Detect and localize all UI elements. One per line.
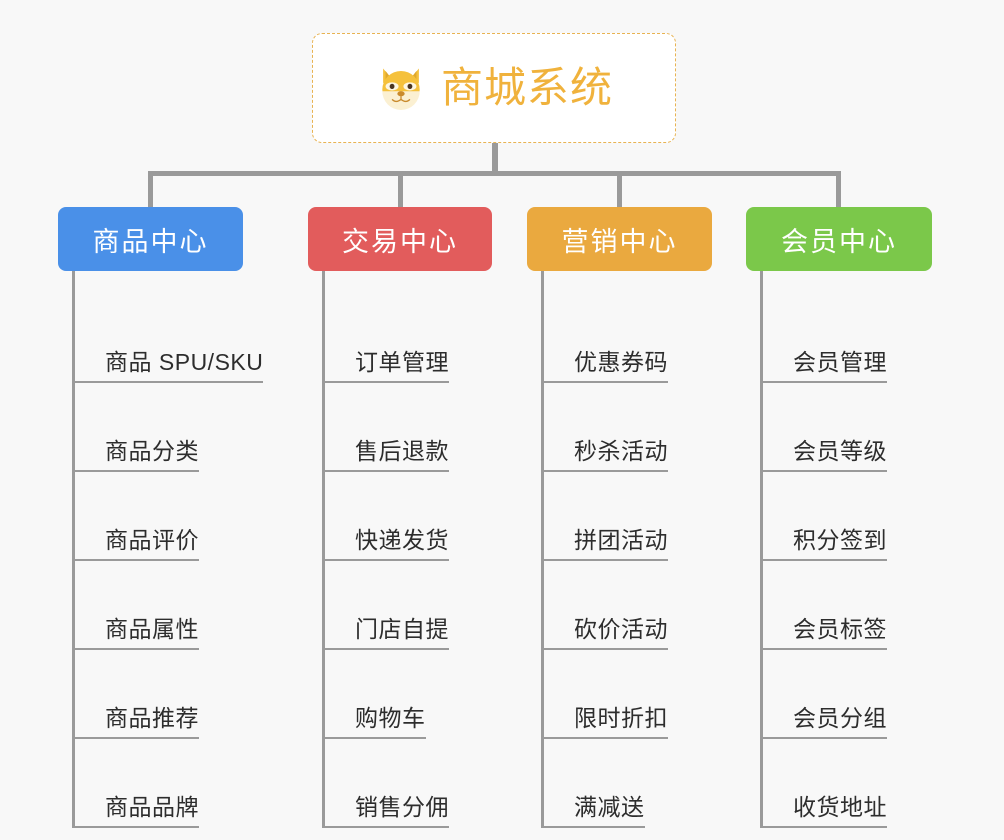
leaf-item-label: 会员管理	[793, 348, 887, 383]
leaf-item-label: 砍价活动	[574, 615, 668, 650]
branch-1: 商品中心商品 SPU/SKU 商品分类商品评价商品属性商品推荐商品品牌	[58, 207, 264, 828]
connector-bar	[148, 171, 840, 176]
connector-drop-3	[617, 171, 622, 209]
shiba-dog-icon	[382, 68, 420, 110]
connector-stem	[492, 143, 498, 174]
category-box[interactable]: 营销中心	[527, 207, 712, 271]
connector-drop-1	[148, 171, 153, 209]
leaf-item[interactable]: 商品推荐	[75, 650, 243, 739]
leaf-item-label: 售后退款	[355, 437, 449, 472]
leaf-item-label: 秒杀活动	[574, 437, 668, 472]
leaf-item-label: 门店自提	[355, 615, 449, 650]
leaf-item-label: 积分签到	[793, 526, 887, 561]
leaf-item-label: 快递发货	[355, 526, 449, 561]
leaf-item-label: 商品属性	[105, 615, 199, 650]
leaf-item-label: 限时折扣	[574, 704, 668, 739]
leaf-item[interactable]: 商品 SPU/SKU	[75, 294, 264, 383]
leaf-item[interactable]: 订单管理	[325, 294, 492, 383]
leaf-item-label: 商品分类	[105, 437, 199, 472]
leaf-item[interactable]: 快递发货	[325, 472, 492, 561]
leaf-item[interactable]: 拼团活动	[544, 472, 712, 561]
leaf-item[interactable]: 会员等级	[763, 383, 932, 472]
leaf-item-label: 商品评价	[105, 526, 199, 561]
leaf-item[interactable]: 商品分类	[75, 383, 243, 472]
leaf-item-label: 优惠券码	[574, 348, 668, 383]
leaf-item[interactable]: 优惠券码	[544, 294, 712, 383]
leaf-item[interactable]: 商品品牌	[75, 739, 243, 828]
leaf-item[interactable]: 购物车	[325, 650, 492, 739]
leaf-item[interactable]: 限时折扣	[544, 650, 712, 739]
leaf-item[interactable]: 销售分佣	[325, 739, 492, 828]
leaf-stack: 会员管理会员等级积分签到会员标签会员分组收货地址	[760, 271, 932, 828]
leaf-stack: 商品 SPU/SKU 商品分类商品评价商品属性商品推荐商品品牌	[72, 271, 264, 828]
leaf-item[interactable]: 会员分组	[763, 650, 932, 739]
leaf-item-label: 商品 SPU/SKU	[105, 348, 264, 383]
leaf-item-label: 销售分佣	[355, 793, 449, 828]
leaf-item[interactable]: 秒杀活动	[544, 383, 712, 472]
leaf-item[interactable]: 售后退款	[325, 383, 492, 472]
category-label: 商品中心	[92, 226, 209, 257]
category-box[interactable]: 会员中心	[746, 207, 932, 271]
category-label: 交易中心	[342, 226, 458, 257]
leaf-item[interactable]: 满减送	[544, 739, 712, 828]
leaf-stack: 优惠券码秒杀活动拼团活动砍价活动限时折扣满减送	[541, 271, 712, 828]
leaf-item-label: 拼团活动	[574, 526, 668, 561]
leaf-item[interactable]: 会员标签	[763, 561, 932, 650]
leaf-item[interactable]: 收货地址	[763, 739, 932, 828]
category-box[interactable]: 商品中心	[58, 207, 243, 271]
leaf-item-label: 会员分组	[793, 704, 887, 739]
leaf-item[interactable]: 砍价活动	[544, 561, 712, 650]
category-box[interactable]: 交易中心	[308, 207, 492, 271]
leaf-item[interactable]: 商品属性	[75, 561, 243, 650]
branch-3: 营销中心优惠券码秒杀活动拼团活动砍价活动限时折扣满减送	[527, 207, 712, 828]
leaf-item[interactable]: 积分签到	[763, 472, 932, 561]
leaf-item-label: 收货地址	[793, 793, 887, 828]
category-label: 营销中心	[561, 226, 678, 257]
category-label: 会员中心	[781, 226, 897, 257]
leaf-item-label: 满减送	[574, 793, 645, 828]
root-node[interactable]: 商城系统	[312, 33, 676, 143]
branch-2: 交易中心订单管理售后退款快递发货门店自提购物车销售分佣	[308, 207, 492, 828]
leaf-item-label: 购物车	[355, 704, 426, 739]
branch-4: 会员中心会员管理会员等级积分签到会员标签会员分组收货地址	[746, 207, 932, 828]
leaf-item-label: 会员标签	[793, 615, 887, 650]
leaf-item-label: 商品推荐	[105, 704, 199, 739]
leaf-item-label: 会员等级	[793, 437, 887, 472]
connector-drop-4	[836, 171, 841, 209]
leaf-item-label: 订单管理	[355, 348, 449, 383]
leaf-item[interactable]: 会员管理	[763, 294, 932, 383]
leaf-item[interactable]: 门店自提	[325, 561, 492, 650]
connector-drop-2	[398, 171, 403, 209]
leaf-item-label: 商品品牌	[105, 793, 199, 828]
leaf-stack: 订单管理售后退款快递发货门店自提购物车销售分佣	[322, 271, 492, 828]
leaf-item[interactable]: 商品评价	[75, 472, 243, 561]
root-title: 商城系统	[440, 64, 613, 111]
